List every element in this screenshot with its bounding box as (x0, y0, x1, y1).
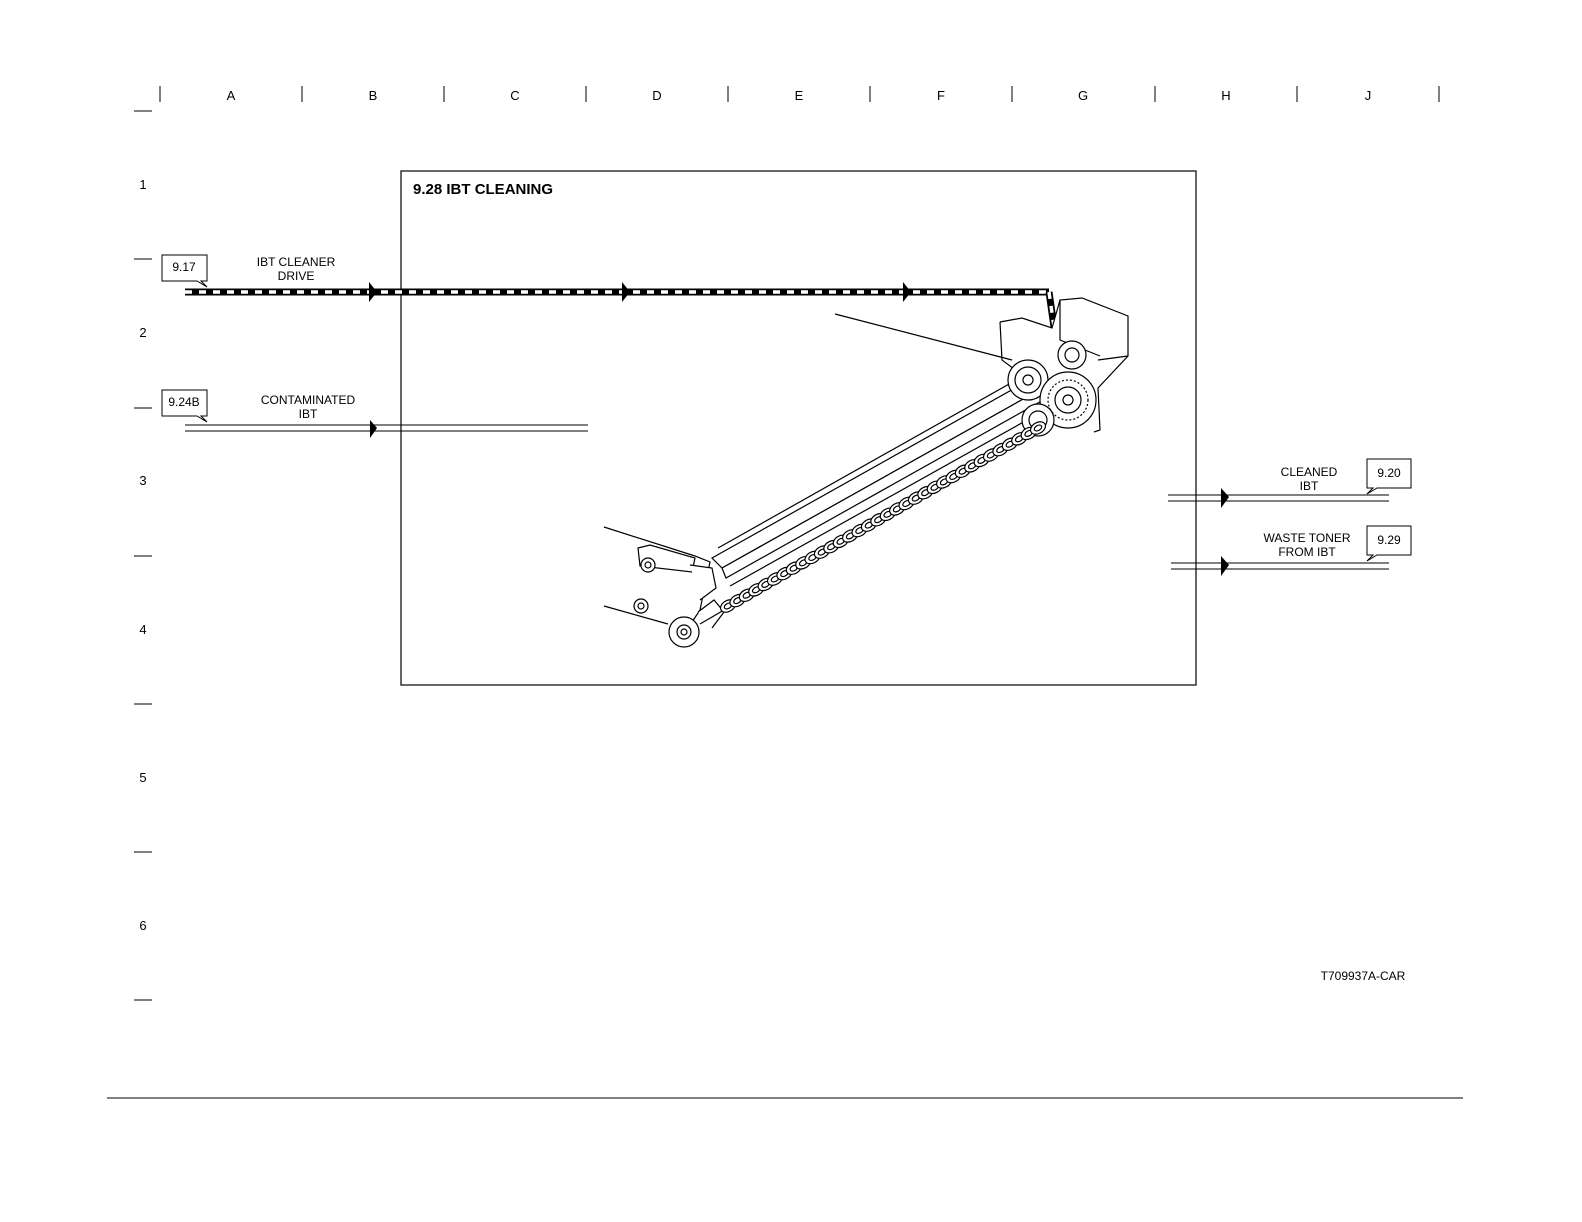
drive-arrow-1 (369, 282, 377, 302)
column-label-d: D (652, 88, 661, 103)
ibt-cleaner-assembly-illustration (604, 298, 1128, 647)
row-label-6: 6 (139, 918, 146, 933)
column-label-f: F (937, 88, 945, 103)
output-cleaned-ibt: CLEANED IBT 9.20 (1168, 459, 1411, 508)
input-ref-9-24b: 9.24B (168, 395, 199, 409)
output-label-from-ibt: FROM IBT (1278, 545, 1336, 559)
output-waste-toner: WASTE TONER FROM IBT 9.29 (1171, 526, 1411, 576)
input-ibt-cleaner-drive: 9.17 IBT CLEANER DRIVE (162, 255, 1059, 362)
column-label-g: G (1078, 88, 1088, 103)
column-label-h: H (1221, 88, 1230, 103)
cleaned-arrow (1221, 488, 1229, 508)
drive-arrow-2 (622, 282, 630, 302)
contaminated-arrow (370, 420, 377, 438)
row-label-4: 4 (139, 622, 146, 637)
input-label-ibt: IBT (299, 407, 318, 421)
output-label-ibt: IBT (1300, 479, 1319, 493)
row-label-1: 1 (139, 177, 146, 192)
output-label-cleaned: CLEANED (1281, 465, 1338, 479)
output-ref-9-29: 9.29 (1377, 533, 1401, 547)
column-label-a: A (227, 88, 236, 103)
column-label-b: B (369, 88, 378, 103)
input-label-contaminated: CONTAMINATED (261, 393, 356, 407)
row-labels: 1 2 3 4 5 6 (139, 177, 146, 933)
column-label-e: E (795, 88, 804, 103)
drive-arrow-3 (903, 282, 911, 302)
input-contaminated-ibt: 9.24B CONTAMINATED IBT (162, 390, 588, 438)
auger-spiral (718, 419, 1047, 615)
output-ref-9-20: 9.20 (1377, 466, 1401, 480)
waste-toner-arrow (1221, 556, 1229, 576)
row-label-3: 3 (139, 473, 146, 488)
figure-id: T709937A-CAR (1321, 969, 1406, 983)
row-label-5: 5 (139, 770, 146, 785)
panel-title: 9.28 IBT CLEANING (413, 181, 553, 198)
output-label-waste-toner: WASTE TONER (1263, 531, 1350, 545)
input-label-ibt-cleaner: IBT CLEANER (257, 255, 336, 269)
row-grid (134, 111, 152, 1000)
column-labels: A B C D E F G H J (227, 88, 1372, 103)
row-label-2: 2 (139, 325, 146, 340)
input-label-drive: DRIVE (278, 269, 315, 283)
input-ref-9-17: 9.17 (172, 260, 196, 274)
column-label-c: C (510, 88, 519, 103)
column-label-j: J (1365, 88, 1372, 103)
ibt-cleaning-panel (401, 171, 1196, 685)
